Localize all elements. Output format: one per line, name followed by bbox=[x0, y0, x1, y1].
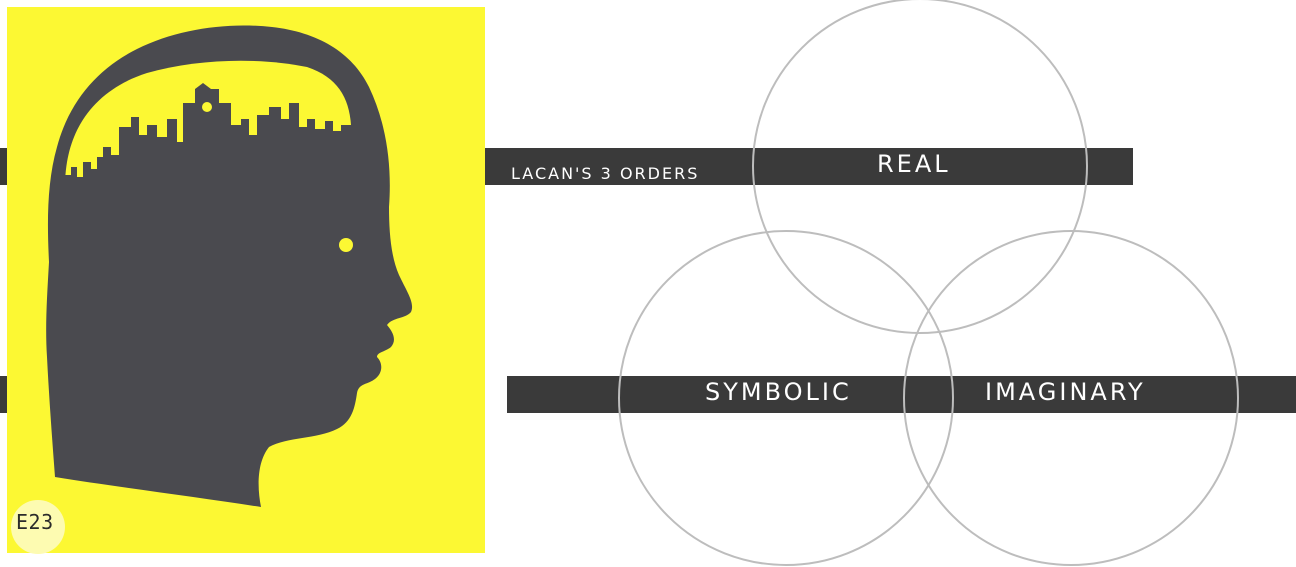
real-label: REAL bbox=[877, 150, 951, 178]
episode-badge-label: E23 bbox=[16, 510, 54, 534]
head-silhouette-with-city-skyline-icon bbox=[7, 7, 485, 553]
band-bottom bbox=[507, 376, 1296, 413]
diagram-caption: LACAN'S 3 ORDERS bbox=[511, 164, 699, 183]
symbolic-label: SYMBOLIC bbox=[705, 378, 852, 406]
imaginary-label: IMAGINARY bbox=[985, 378, 1146, 406]
head-poster bbox=[7, 7, 485, 553]
